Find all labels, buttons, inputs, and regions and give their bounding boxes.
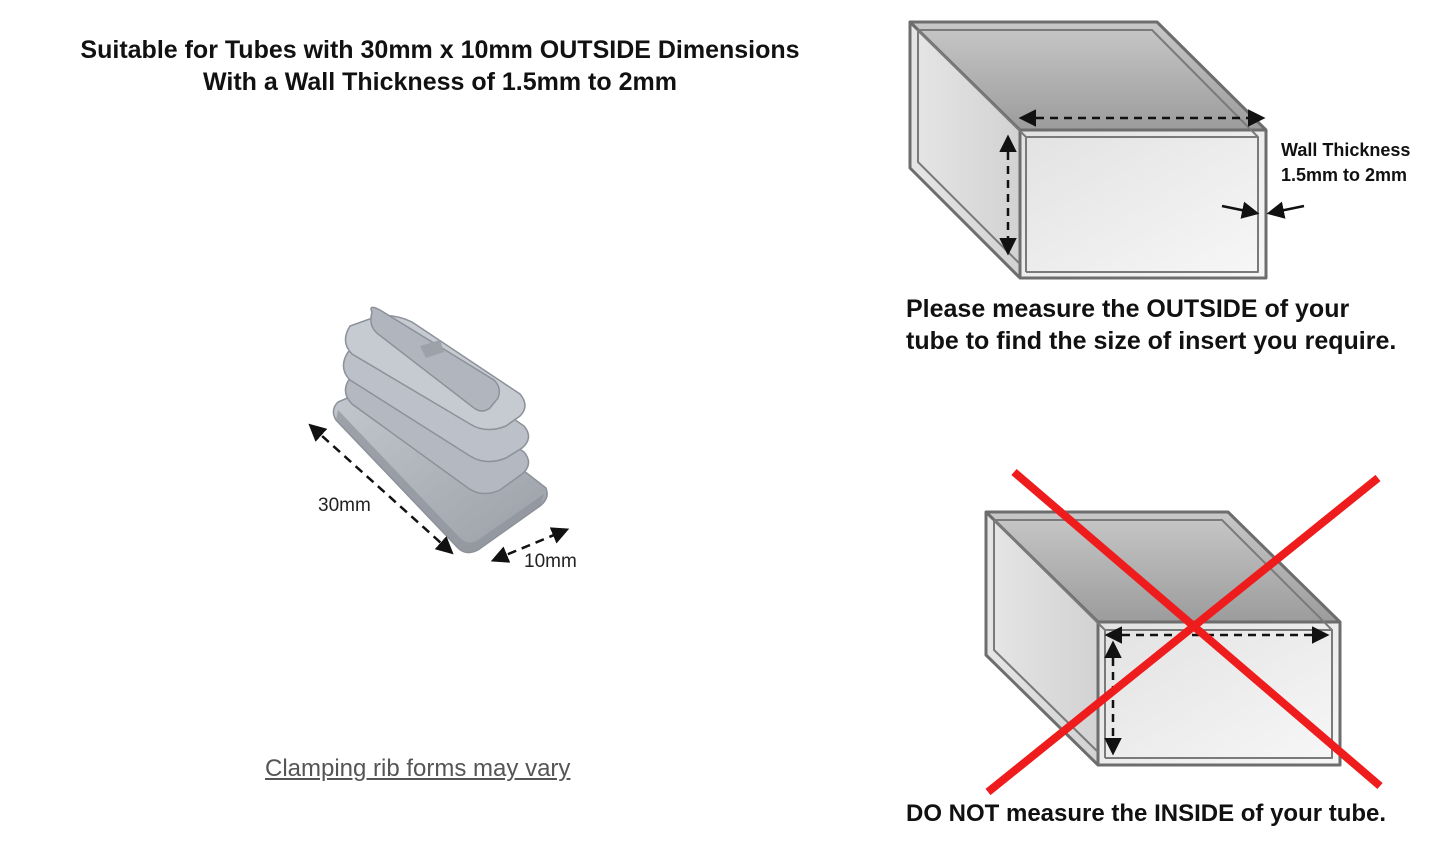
wall-thickness-arrow-right <box>1266 201 1305 219</box>
wall-thickness-arrow-left <box>1221 201 1260 219</box>
wall-thickness-label: Wall Thickness 1.5mm to 2mm <box>1281 138 1410 188</box>
measure-outside-note: Please measure the OUTSIDE of your tube … <box>906 295 1397 355</box>
length-label: 30mm <box>318 495 371 516</box>
heading-line-2: With a Wall Thickness of 1.5mm to 2mm <box>203 68 677 96</box>
width-label: 10mm <box>524 551 577 572</box>
wall-thickness-label-line-1: Wall Thickness <box>1281 140 1411 160</box>
red-cross-icon <box>985 468 1383 796</box>
inside-measure-tube-diagram <box>984 468 1383 796</box>
width-dimension-arrow <box>490 527 570 563</box>
heading: Suitable for Tubes with 30mm x 10mm OUTS… <box>0 34 880 98</box>
do-not-measure-inside-note: DO NOT measure the INSIDE of your tube. <box>906 800 1387 827</box>
clamping-rib-caption: Clamping rib forms may vary <box>265 755 571 782</box>
wall-thickness-label-line-2: 1.5mm to 2mm <box>1281 165 1408 185</box>
heading-line-1: Suitable for Tubes with 30mm x 10mm OUTS… <box>80 36 800 64</box>
outside-measure-tube-diagram <box>908 20 1305 280</box>
length-dimension-arrow <box>308 423 454 555</box>
